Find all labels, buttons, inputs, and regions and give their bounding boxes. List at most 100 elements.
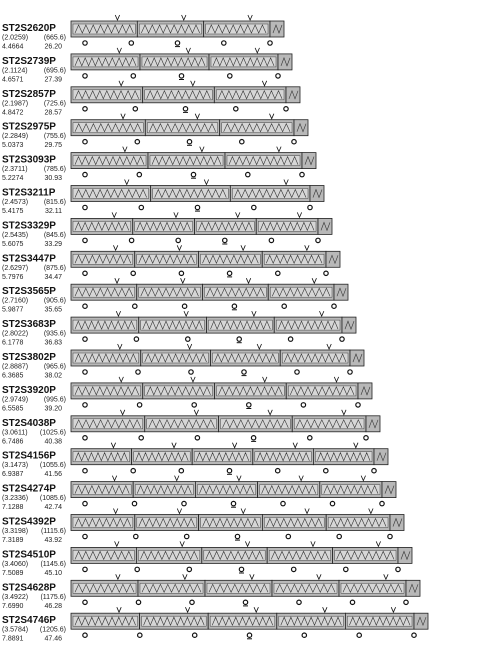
segment-panel: [221, 122, 293, 133]
model-label: ST2S3093P: [2, 155, 56, 166]
value-1: 5.7976: [2, 274, 24, 281]
web-zigzag: [143, 616, 205, 626]
web-zigzag: [205, 550, 264, 561]
load-mark: [232, 442, 238, 449]
load-mark: [183, 310, 189, 318]
segment-panel: [208, 319, 273, 331]
segment-panel: [72, 188, 149, 199]
support-circle: [82, 106, 88, 112]
web-zigzag: [144, 353, 207, 363]
web-zigzag: [136, 221, 191, 232]
support-circle: [82, 73, 88, 79]
segment-panel: [72, 254, 133, 265]
end-zigzag: [280, 57, 291, 67]
support-circle: [178, 270, 185, 277]
support-circle: [307, 204, 313, 211]
segment-panel: [196, 221, 255, 232]
model-label: ST2S4392P: [2, 517, 56, 528]
support-circle: [275, 73, 281, 79]
web-zigzag: [136, 484, 192, 495]
load-mark: [187, 343, 193, 350]
value-1: 4.6571: [2, 76, 24, 83]
param-2: (755.6): [44, 133, 66, 140]
web-zigzag: [199, 484, 254, 495]
web-zigzag: [214, 353, 277, 363]
model-label: ST2S3211P: [2, 188, 56, 199]
model-label: ST2S2620P: [2, 23, 56, 34]
web-zigzag: [323, 484, 379, 495]
web-zigzag: [218, 90, 283, 100]
support-circle: [183, 533, 190, 540]
web-zigzag: [259, 221, 315, 232]
end-zigzag: [392, 517, 403, 528]
param-2: (695.6): [44, 67, 66, 74]
support-circle: [347, 369, 353, 375]
support-circle: [138, 434, 145, 441]
param-2: (875.6): [44, 265, 66, 272]
model-label: ST2S3802P: [2, 352, 56, 363]
segment-panel: [134, 484, 194, 495]
value-2: 30.93: [44, 175, 62, 182]
load-mark: [253, 607, 259, 614]
support-circle: [132, 106, 139, 112]
beam: [70, 185, 325, 202]
load-mark: [120, 409, 126, 416]
value-1: 7.6990: [2, 603, 24, 610]
support-circle: [82, 599, 88, 606]
value-2: 41.56: [44, 471, 62, 478]
beam-end: [389, 514, 405, 531]
web-zigzag: [74, 353, 138, 363]
segment-panel: [197, 484, 256, 495]
beam: [70, 514, 405, 531]
support-circle: [130, 73, 137, 79]
value-1: 5.9877: [2, 307, 24, 314]
segment-panel: [149, 155, 224, 166]
support-circle: [82, 632, 88, 639]
support-circle: [231, 303, 238, 310]
web-zigzag: [195, 451, 250, 462]
end-zigzag: [384, 484, 395, 495]
web-zigzag: [218, 386, 283, 396]
load-mark: [180, 278, 186, 285]
load-mark: [322, 607, 328, 614]
end-zigzag: [320, 221, 331, 232]
end-zigzag: [344, 320, 355, 330]
value-1: 5.2274: [2, 175, 24, 182]
web-zigzag: [280, 616, 342, 626]
support-circle: [185, 336, 191, 342]
load-mark: [173, 212, 179, 219]
support-circle: [133, 336, 140, 342]
support-circle: [136, 171, 143, 178]
web-zigzag: [74, 24, 134, 34]
support-circle: [82, 533, 88, 540]
load-mark: [203, 179, 209, 186]
param-2: (935.6): [44, 331, 66, 338]
segment-panel: [200, 517, 261, 528]
beam-end: [269, 20, 285, 38]
support-circle: [301, 632, 308, 639]
load-mark: [118, 80, 124, 87]
segment-panel: [144, 89, 213, 101]
support-circle: [82, 138, 88, 145]
web-zigzag: [283, 353, 347, 363]
segment-panel: [264, 254, 325, 265]
load-mark: [114, 541, 120, 548]
segment-panel: [220, 418, 291, 430]
segment-panel: [72, 319, 137, 331]
load-mark: [383, 574, 389, 581]
segment-panel: [72, 385, 141, 397]
web-zigzag: [256, 451, 310, 462]
support-circle: [299, 171, 305, 178]
param-2: (905.6): [44, 298, 66, 305]
support-circle: [242, 599, 249, 606]
segment-panel: [209, 615, 276, 627]
value-2: 26.20: [44, 44, 62, 51]
load-mark: [182, 574, 188, 581]
support-circle: [82, 237, 88, 244]
beam: [70, 547, 413, 564]
web-zigzag: [223, 122, 291, 133]
segment-panel: [136, 254, 197, 265]
segment-panel: [204, 286, 267, 298]
